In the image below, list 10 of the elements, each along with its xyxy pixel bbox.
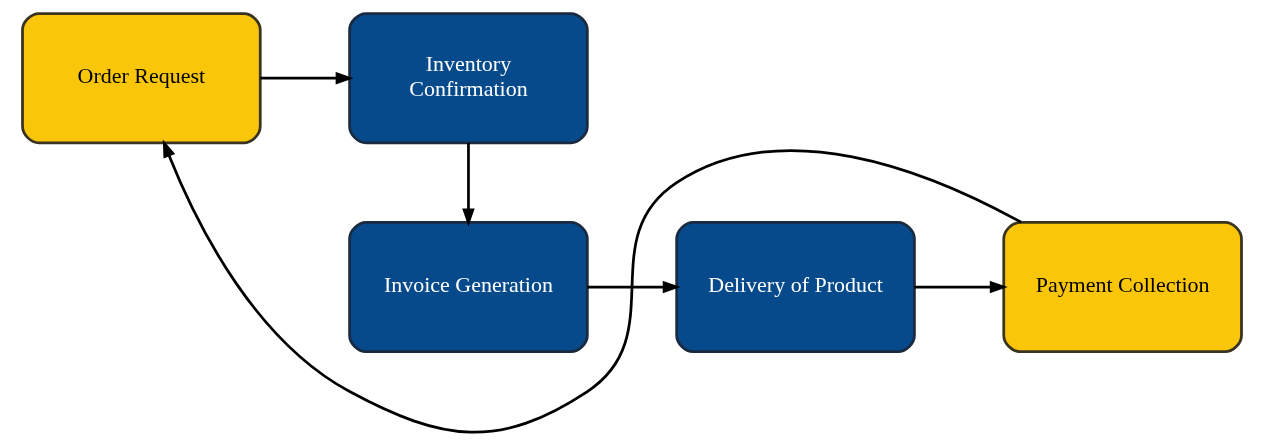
arrow xyxy=(587,280,681,294)
node-box: Payment Collection xyxy=(1002,221,1243,354)
arrow xyxy=(162,139,1022,434)
arrow xyxy=(462,142,475,227)
node-box: Invoice Generation xyxy=(348,221,589,354)
node-box: Inventory Confirmation xyxy=(348,12,589,145)
node-box: Order Request xyxy=(21,12,262,145)
node-box: Delivery of Product xyxy=(675,221,916,354)
arrow xyxy=(260,71,354,85)
arrow xyxy=(914,280,1008,294)
